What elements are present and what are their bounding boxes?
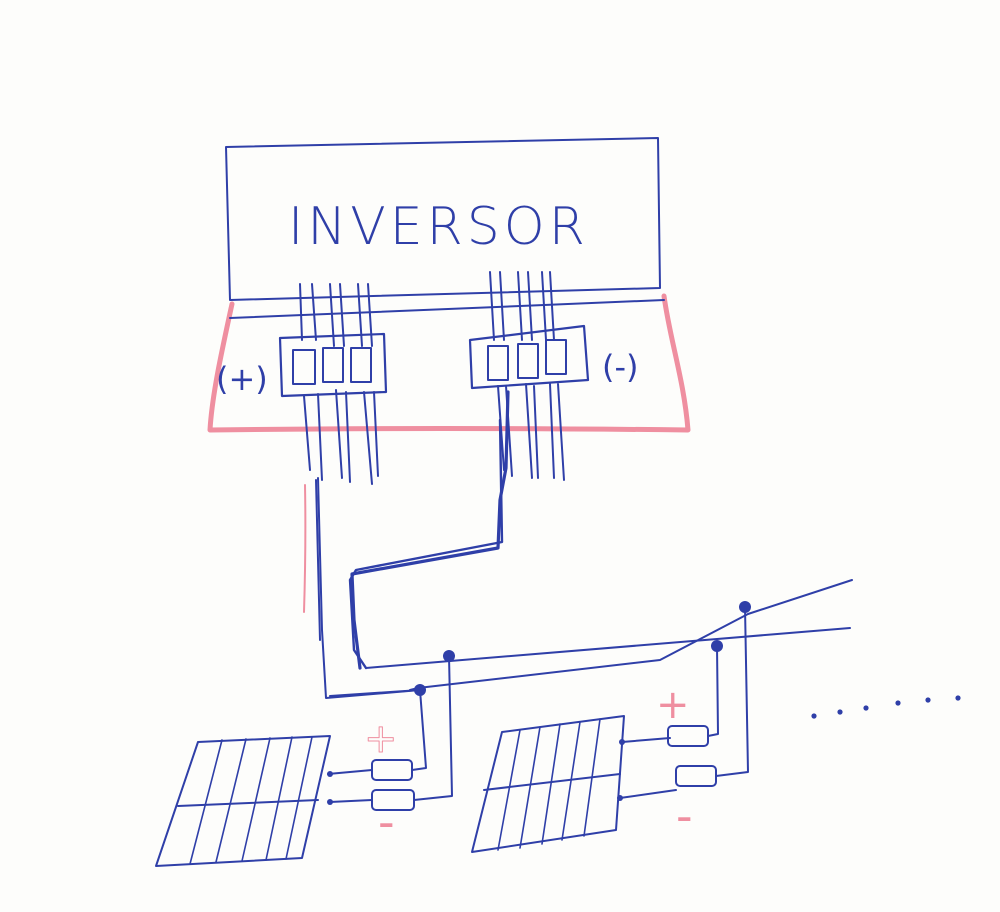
terminal-wires [299,271,565,485]
continuation-dot [837,709,843,715]
panel-lead [327,799,333,805]
terminal-housing [207,293,691,613]
solar-panel-2: + - [471,606,749,853]
continuation-dot [955,695,961,701]
continuation-dot [895,700,901,706]
positive-label: (+) [216,360,268,398]
panel-plus-mark: + [656,682,690,728]
bus-lines [329,579,853,697]
panel-minus-mark: - [676,789,693,843]
positive-connector [371,759,413,781]
negative-connector [675,765,717,787]
inverter-box: INVERSOR [225,137,661,301]
inverter-label: INVERSOR [288,197,589,257]
positive-connector [667,725,709,747]
solar-panel-1: + - [155,655,453,867]
trunk-wires [315,390,510,699]
positive-socket [350,347,372,383]
panel-lead [327,771,333,777]
positive-socket [292,349,316,385]
continuation-dots [811,695,961,719]
negative-terminal-block: (-) [468,324,639,390]
negative-label: (-) [602,348,639,386]
negative-socket [517,343,539,379]
positive-socket [322,347,344,383]
positive-terminal-block: (+) [216,332,388,398]
continuation-dot [811,713,817,719]
negative-socket [487,345,509,381]
continuation-dot [925,697,931,703]
panel-plus-mark: + [364,716,398,762]
continuation-dot [863,705,869,711]
panel-minus-mark: - [378,795,395,849]
panel-lead [617,795,623,801]
negative-socket [545,339,567,375]
panel-lead [619,739,625,745]
